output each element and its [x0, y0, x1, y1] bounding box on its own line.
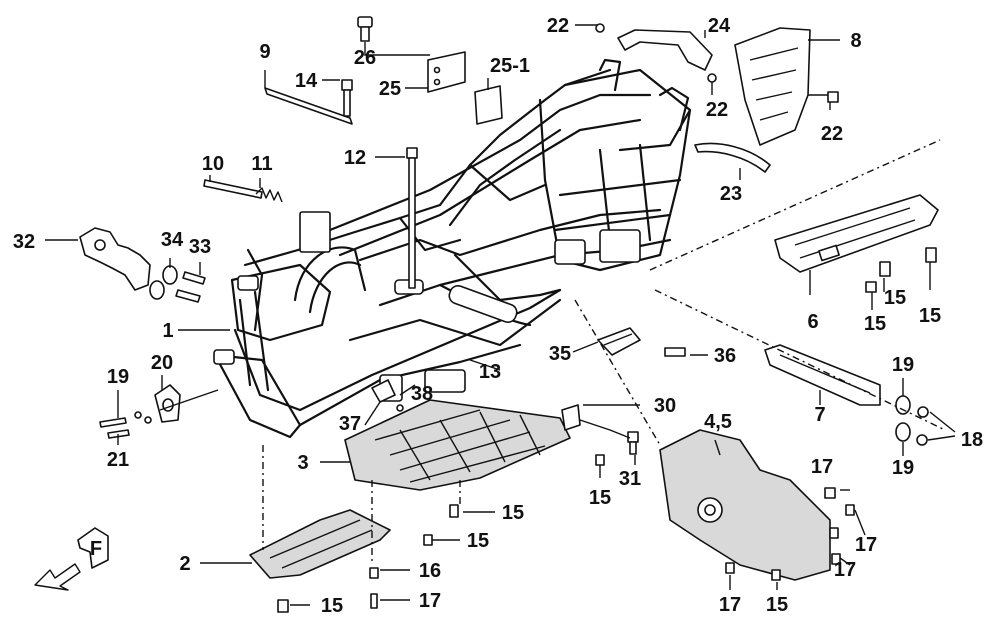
bracket-24 — [595, 23, 713, 71]
callout-9: 9 — [259, 41, 270, 63]
callout-13: 13 — [479, 361, 501, 383]
callout-33: 33 — [189, 236, 211, 258]
bracket-37-38 — [371, 379, 404, 412]
callout-32: 32 — [13, 231, 35, 253]
callout-17-e: 17 — [719, 594, 741, 616]
callout-15-g: 15 — [321, 595, 343, 617]
callout-19-a: 19 — [892, 354, 914, 376]
bracket-30 — [561, 404, 581, 431]
callout-7: 7 — [814, 404, 825, 426]
callout-17-a: 17 — [419, 590, 441, 612]
nut-22 — [707, 73, 839, 103]
small-fasteners — [277, 454, 855, 613]
main-frame — [213, 58, 692, 439]
rail-7 — [764, 344, 881, 406]
spring-11 — [255, 187, 283, 203]
callout-36: 36 — [714, 345, 736, 367]
callout-16: 16 — [419, 560, 441, 582]
bolt-14 — [341, 79, 353, 117]
callout-22-c: 22 — [821, 123, 843, 145]
callout-19-c: 19 — [107, 366, 129, 388]
direction-marker — [34, 527, 109, 591]
bolt-12 — [406, 147, 418, 289]
fender-4-5 — [659, 429, 831, 581]
bolt-31 — [627, 431, 639, 455]
bolt-15-right — [865, 247, 937, 293]
callout-24: 24 — [708, 15, 731, 37]
callout-22-a: 22 — [547, 15, 569, 37]
skid-plate-2 — [249, 509, 391, 579]
callout-34: 34 — [161, 229, 184, 251]
callout-15-b: 15 — [864, 313, 886, 335]
callout-22-b: 22 — [706, 99, 728, 121]
callout-4-5: 4,5 — [704, 411, 732, 433]
callout-12: 12 — [344, 147, 366, 169]
callout-17-d: 17 — [834, 559, 856, 581]
callout-11: 11 — [251, 153, 272, 175]
callout-21: 21 — [107, 449, 129, 471]
callout-17-b: 17 — [811, 456, 833, 478]
callout-6: 6 — [807, 311, 818, 333]
callout-35: 35 — [549, 343, 571, 365]
strap-23 — [694, 142, 771, 173]
bracket-32 — [79, 227, 151, 291]
assembly-lines — [262, 139, 946, 565]
callout-18: 18 — [961, 429, 983, 451]
bolts-19-21 — [99, 411, 152, 439]
callout-labels: 1 2 3 4,5 6 7 8 9 10 11 12 13 14 15 15 1… — [13, 15, 983, 617]
callout-25: 25 — [379, 78, 401, 100]
leader-lines — [45, 24, 956, 606]
callout-2: 2 — [179, 553, 190, 575]
callout-37: 37 — [339, 413, 361, 435]
direction-marker-label: F — [90, 538, 102, 560]
callout-19-b: 19 — [892, 457, 914, 479]
callout-3: 3 — [297, 452, 308, 474]
callout-25-1: 25-1 — [490, 55, 530, 77]
callout-15-a: 15 — [884, 287, 906, 309]
bolt-26 — [357, 16, 373, 42]
bracket-20 — [154, 384, 181, 423]
guard-8 — [734, 27, 811, 146]
callout-30: 30 — [654, 395, 676, 417]
callout-17-c: 17 — [855, 534, 877, 556]
callout-23: 23 — [720, 183, 742, 205]
bolt-33 — [175, 271, 206, 303]
bolt-36 — [664, 347, 686, 357]
callout-10: 10 — [202, 153, 224, 175]
callout-1: 1 — [162, 320, 173, 342]
plate-25 — [427, 51, 466, 93]
callout-14: 14 — [295, 70, 318, 92]
bracket-35 — [597, 327, 641, 356]
callout-8: 8 — [850, 30, 861, 52]
bolt-10 — [203, 179, 263, 199]
callout-15-c: 15 — [919, 305, 941, 327]
skid-plate-3 — [344, 399, 571, 491]
skid-plate-6 — [774, 194, 939, 273]
washer-34 — [149, 265, 178, 300]
callout-31: 31 — [619, 468, 641, 490]
callout-15-f: 15 — [467, 530, 489, 552]
callout-20: 20 — [151, 352, 173, 374]
pad-25-1 — [474, 85, 503, 125]
callout-15-d: 15 — [589, 487, 611, 509]
callout-26: 26 — [354, 47, 376, 69]
rod-9 — [264, 87, 353, 125]
washers-19-18 — [895, 395, 929, 446]
callout-15-h: 15 — [766, 594, 788, 616]
callout-15-e: 15 — [502, 502, 524, 524]
callout-38: 38 — [411, 383, 433, 405]
